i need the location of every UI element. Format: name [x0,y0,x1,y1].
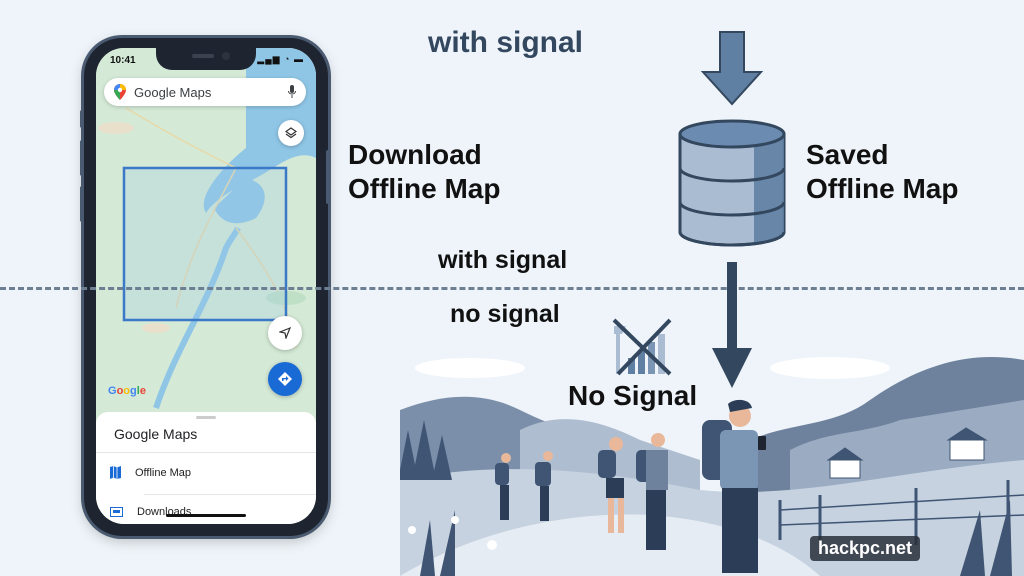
locate-button[interactable] [268,316,302,350]
layers-icon [285,127,297,139]
download-area-selection [122,166,288,322]
search-bar[interactable]: Google Maps [104,78,306,106]
layers-button[interactable] [278,120,304,146]
directions-icon [278,372,292,386]
divider [144,494,316,495]
directions-button[interactable] [268,362,302,396]
speaker [192,54,214,58]
battery-icon: ▬ [294,54,304,64]
home-indicator [166,514,246,517]
microphone-icon[interactable] [288,85,296,99]
cell-signal-icon: ▂▄▆ [257,54,281,64]
download-offline-map-label: Download Offline Map [348,139,501,204]
arrow-down-icon [700,31,764,106]
signal-crossed-icon [612,318,672,376]
front-camera [222,52,230,60]
with-signal-label: with signal [438,246,568,274]
no-signal-label: no signal [450,300,560,328]
phone-volume-down [80,186,84,222]
google-map-logo: Google [108,385,146,397]
phone-screen: 10:41 ▂▄▆ ◔ ▬ Google Maps [96,48,316,524]
hiker [535,451,553,521]
phone-volume-up [80,140,84,176]
saved-offline-map-label: Saved Offline Map [806,139,959,204]
map-icon [110,466,121,479]
sheet-title: Google Maps [114,426,198,442]
wifi-icon: ◔ [284,54,291,64]
locate-arrow-icon [279,327,291,339]
hiker [598,437,624,533]
database-icon [678,119,786,247]
no-signal-title: No Signal [568,380,698,411]
divider [96,452,316,453]
signal-boundary-line [0,287,1024,290]
download-icon [110,507,123,517]
status-icons: ▂▄▆ ◔ ▬ [257,54,304,65]
hiker-with-phone [702,399,766,573]
map-view[interactable] [96,48,316,428]
search-label: Google Maps [134,84,212,100]
watermark: hackpc.net [810,536,921,561]
top-with-signal-label: with signal [428,26,584,59]
phone-side-button [80,110,84,128]
sheet-drag-handle[interactable] [196,416,216,419]
phone-notch [156,48,256,70]
hiker [495,453,511,520]
arrow-down-icon [712,262,752,388]
menu-item-offline-map[interactable]: Offline Map [110,466,191,479]
maps-pin-icon [114,84,126,100]
hikers-scene-illustration [400,356,1024,576]
menu-item-label: Offline Map [135,466,192,479]
status-time: 10:41 [110,55,136,66]
hiker [636,433,668,550]
bottom-sheet: Google Maps Offline Map Downloads [96,412,316,524]
phone-power-button [326,150,330,204]
